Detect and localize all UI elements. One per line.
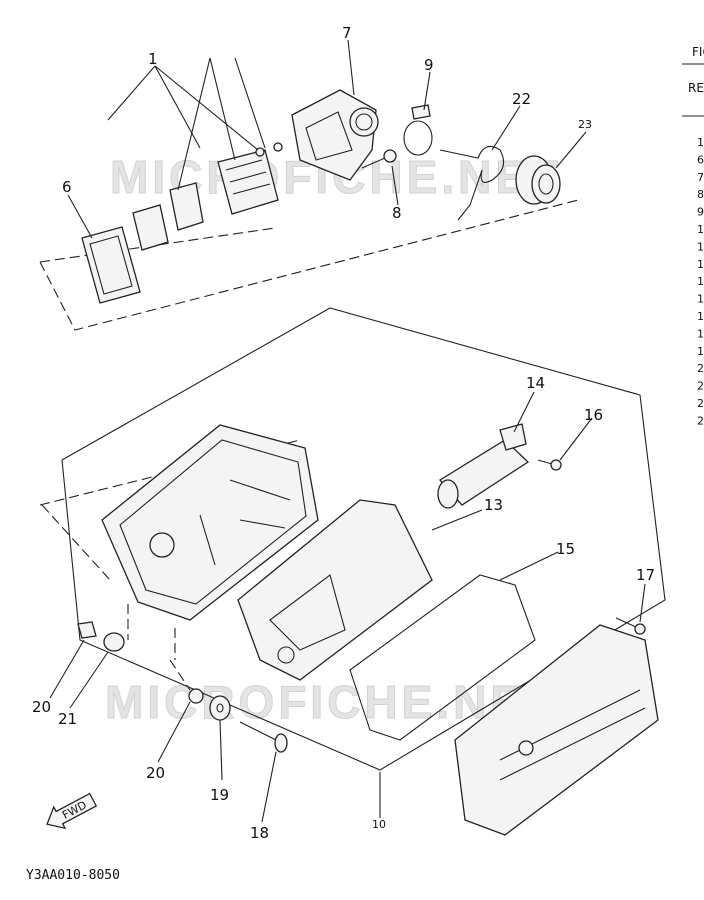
callout-13: 13	[484, 496, 503, 514]
side-ref-item: 8	[697, 188, 704, 201]
reed-valve-assembly	[132, 142, 283, 251]
callout-16: 16	[584, 406, 603, 424]
side-ref-item: 7	[697, 171, 704, 184]
airbox-frame	[61, 307, 666, 771]
callout-21: 21	[58, 710, 77, 728]
grommet-20b	[188, 688, 204, 704]
side-ref-item: 16	[697, 293, 704, 306]
fwd-arrow: FWD	[46, 792, 98, 830]
bracket-dash	[127, 604, 191, 691]
collar-21	[103, 632, 125, 652]
side-header-fig: FIG	[692, 45, 704, 59]
intake-manifold	[291, 89, 379, 181]
washer-19	[209, 695, 231, 721]
bolt-8	[361, 149, 397, 169]
watermark-bottom: MICROFICHE.NET	[105, 676, 557, 728]
callout-22: 22	[512, 90, 531, 108]
diagram-code: Y3AA010-8050	[26, 868, 120, 883]
side-ref-item: 20	[697, 362, 704, 375]
intake-tube	[437, 423, 530, 509]
side-ref-item: 22	[697, 397, 704, 410]
side-ref-item: 21	[697, 380, 704, 393]
airbox-inner-dash	[39, 439, 301, 581]
hose-clamp	[403, 104, 433, 156]
side-ref-item: 15	[697, 275, 704, 288]
callout-7: 7	[342, 24, 352, 42]
upper-group-frame	[39, 198, 583, 331]
grommet-20a	[77, 621, 97, 639]
callout-20-left: 20	[32, 698, 51, 716]
gasket	[81, 226, 141, 304]
airbox-cover	[454, 624, 659, 836]
side-ref-item: 18	[697, 327, 704, 340]
side-ref-item: 23	[697, 414, 704, 427]
element-plate	[237, 499, 433, 681]
callout-19: 19	[210, 786, 229, 804]
spring-clip	[439, 145, 505, 221]
rubber-joint	[515, 155, 561, 205]
side-ref-item: 13	[697, 240, 704, 253]
callout-10: 10	[372, 818, 386, 831]
callout-1: 1	[148, 50, 158, 68]
side-ref-item: 19	[697, 345, 704, 358]
callout-9: 9	[424, 56, 434, 74]
side-ref-item: 9	[697, 206, 704, 219]
bolt-18	[239, 721, 288, 753]
side-ref-item: 1	[697, 136, 704, 149]
side-ref-item: 14	[697, 258, 704, 271]
side-header-ref: RE	[688, 81, 704, 95]
callout-20-bottom: 20	[146, 764, 165, 782]
side-ref-list: 16789101314151617181920212223	[697, 136, 704, 427]
callout-23: 23	[578, 118, 592, 131]
side-ref-item: 10	[697, 223, 704, 236]
callout-17: 17	[636, 566, 655, 584]
gasket-loop	[349, 574, 536, 741]
callout-15: 15	[556, 540, 575, 558]
screw-16	[537, 459, 562, 471]
fwd-label: FWD	[60, 798, 89, 822]
side-ref-item: 6	[697, 153, 704, 166]
callout-14: 14	[526, 374, 545, 392]
callout-6: 6	[62, 178, 72, 196]
side-ref-item: 17	[697, 310, 704, 323]
callout-18: 18	[250, 824, 269, 842]
airbox-case	[101, 424, 319, 621]
screw-17	[615, 617, 646, 635]
callout-8: 8	[392, 204, 402, 222]
leader-lines	[49, 39, 646, 823]
